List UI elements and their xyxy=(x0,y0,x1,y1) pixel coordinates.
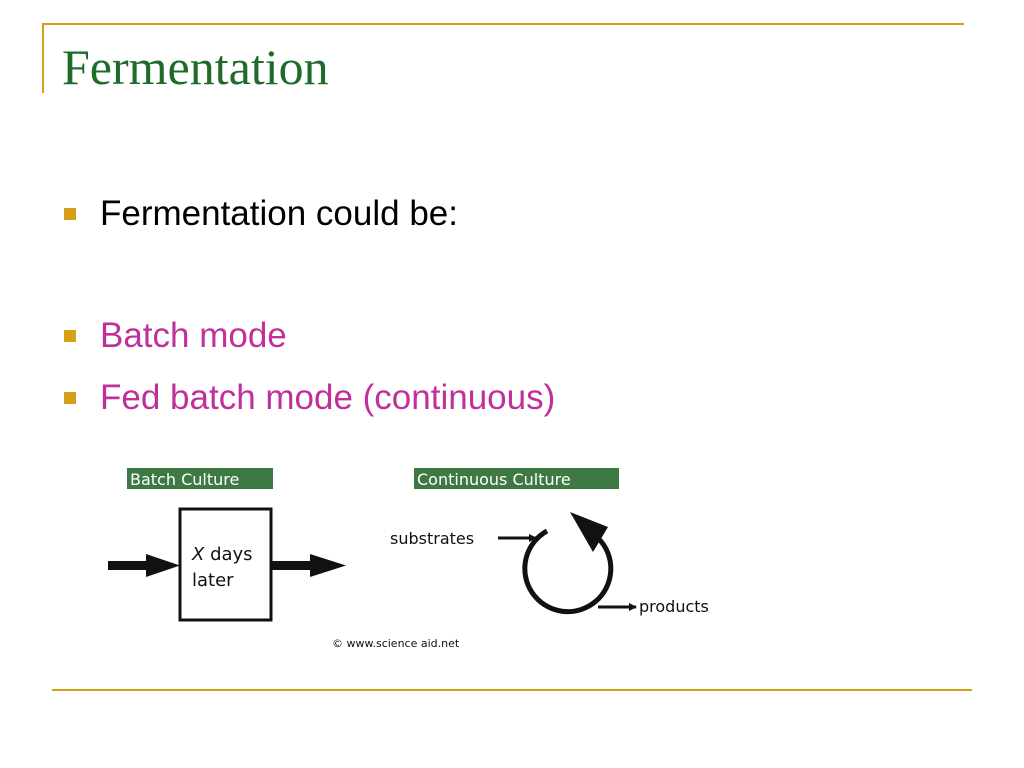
products-label: products xyxy=(639,597,709,616)
image-credit: © www.science aid.net xyxy=(332,637,460,650)
continuous-header-bg xyxy=(414,468,619,489)
bullet-square-icon xyxy=(64,207,76,220)
bullet-text: Batch mode xyxy=(100,316,287,355)
frame-top-rule xyxy=(42,23,964,25)
culture-diagram: Batch Culture X days later Continuous Cu… xyxy=(108,468,709,650)
bullet-text: Fed batch mode (continuous) xyxy=(100,378,556,417)
batch-header-label: Batch Culture xyxy=(130,470,239,489)
batch-input-arrow-shaft xyxy=(108,561,150,570)
bullet-square-icon xyxy=(64,329,76,342)
batch-box-text-line2: later xyxy=(192,570,234,591)
slide-title: Fermentation xyxy=(62,39,329,95)
batch-input-arrow-head xyxy=(146,554,180,577)
continuous-header-label: Continuous Culture xyxy=(417,470,571,489)
batch-box-variable: X xyxy=(191,544,205,565)
batch-header-bg xyxy=(127,468,273,489)
batch-output-arrow-head xyxy=(310,554,346,577)
frame-left-rule xyxy=(42,23,44,93)
bullet-item: Fermentation could be: xyxy=(64,196,458,231)
batch-box-days: days xyxy=(204,544,252,565)
substrates-label: substrates xyxy=(390,529,474,548)
batch-output-arrow-shaft xyxy=(271,561,313,570)
frame-bottom-rule xyxy=(52,689,972,691)
continuous-cycle-arc xyxy=(522,528,614,615)
bullet-item: Fed batch mode (continuous) xyxy=(64,380,555,415)
batch-box-text-line1: X days xyxy=(191,544,253,565)
cycle-arrow-head xyxy=(570,512,608,552)
bullet-text: Fermentation could be: xyxy=(100,194,458,233)
bullet-square-icon xyxy=(64,391,76,404)
bullet-item: Batch mode xyxy=(64,318,287,353)
